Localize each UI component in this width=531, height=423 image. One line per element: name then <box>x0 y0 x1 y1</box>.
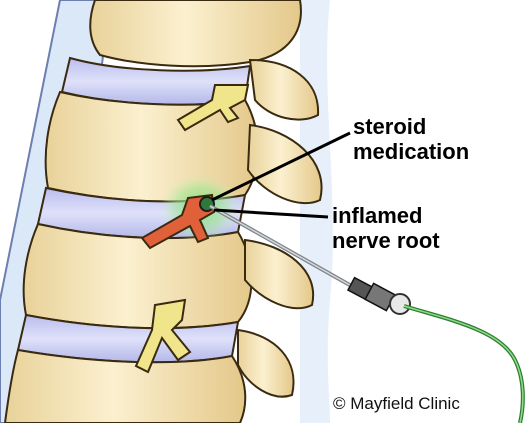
steroid-label-line2: medication <box>353 139 469 164</box>
copyright-notice: © Mayfield Clinic <box>331 394 462 414</box>
vertebra-top <box>90 0 301 66</box>
vertebra-bottom <box>5 350 245 423</box>
steroid-label-line1: steroid <box>353 114 469 139</box>
inflamed-nerve-root-label: inflamed nerve root <box>332 203 440 253</box>
needle-hub <box>348 278 410 314</box>
vertebra-middle-lower <box>24 224 252 328</box>
posterior-membrane <box>300 0 333 423</box>
nerve-label-line2: nerve root <box>332 228 440 253</box>
facet-joint-4 <box>238 330 293 397</box>
nerve-label-line1: inflamed <box>332 203 440 228</box>
steroid-medication-label: steroid medication <box>353 114 469 164</box>
